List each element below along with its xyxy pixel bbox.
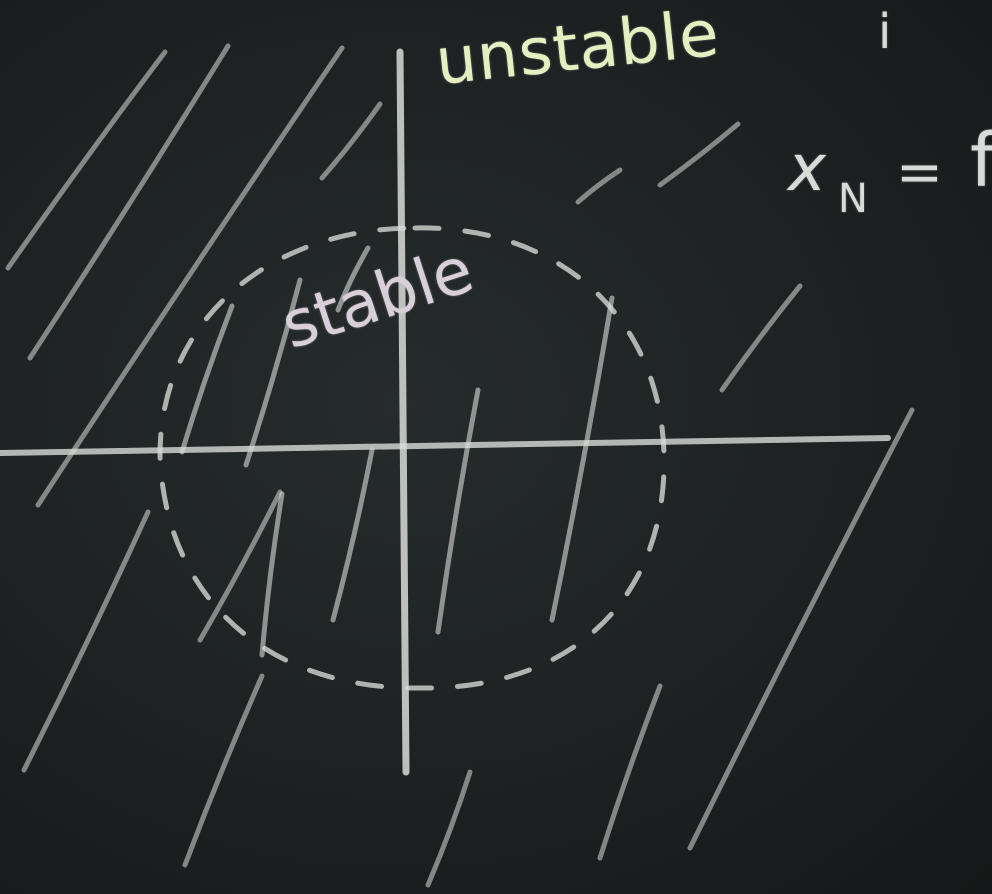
inner-hatch-stroke — [549, 295, 615, 623]
inner-hatch-stroke — [330, 447, 375, 623]
hatch-stroke — [197, 489, 283, 643]
hatch-stroke — [5, 49, 168, 271]
hatch-stroke — [182, 673, 265, 868]
inner-hatch-stroke — [335, 245, 371, 313]
inner-hatch-stroke — [179, 303, 235, 455]
hatch-stroke — [687, 407, 915, 851]
hatch-stroke — [21, 509, 151, 773]
inner-hatch-stroke — [259, 491, 285, 658]
horizontal-axis — [0, 435, 891, 456]
equation-equals-sign: = — [896, 140, 943, 205]
equation-subscript: N — [838, 176, 868, 222]
index-label: i — [878, 4, 892, 60]
hatch-stroke — [719, 283, 803, 393]
hatch-stroke — [597, 683, 663, 861]
equation-variable: x — [788, 132, 826, 206]
hatch-stroke — [27, 43, 231, 361]
inner-hatch-stroke — [243, 277, 303, 468]
hatch-stroke — [657, 121, 741, 188]
equation-right-side: f — [970, 118, 992, 204]
stability-boundary-circle — [157, 225, 667, 691]
hatch-stroke — [319, 101, 383, 181]
stable-region-hatching — [179, 245, 615, 658]
hatch-stroke — [425, 769, 473, 888]
hatch-stroke — [575, 167, 623, 205]
hatch-stroke — [35, 45, 345, 508]
vertical-axis — [396, 48, 410, 776]
inner-hatch-stroke — [435, 387, 481, 635]
unstable-region-hatching — [5, 43, 915, 888]
